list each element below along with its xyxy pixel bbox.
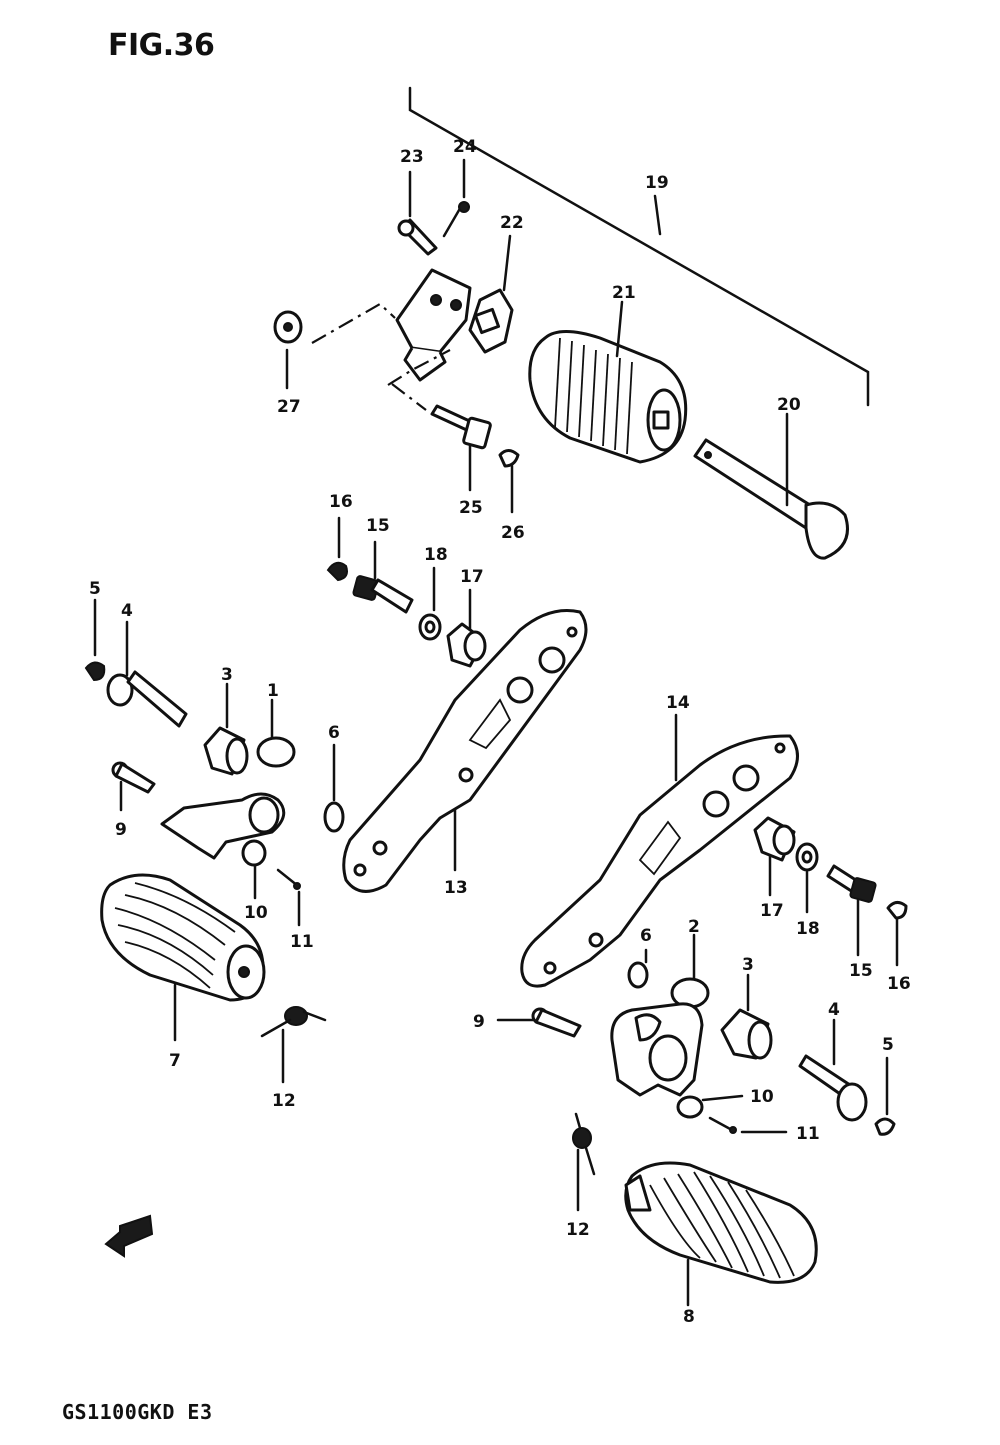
callout-27: 27 (277, 397, 301, 417)
part-2-footrest-bracket (610, 933, 710, 1097)
part-3-bushing-right (720, 973, 773, 1060)
part-5-nut (84, 598, 106, 682)
part-11-cotter-right (708, 1116, 788, 1134)
part-17-collar-right (753, 816, 796, 897)
callout-22: 22 (500, 213, 524, 233)
part-10-washer-right (676, 1094, 744, 1119)
callout-4-right: 4 (828, 1000, 840, 1020)
callout-7: 7 (169, 1051, 181, 1071)
part-15-bolt-right (826, 864, 877, 957)
callout-15-right: 15 (849, 961, 873, 981)
callout-16-right: 16 (887, 974, 911, 994)
callout-17-right: 17 (760, 901, 784, 921)
callout-13: 13 (444, 878, 468, 898)
callout-17: 17 (460, 567, 484, 587)
part-17-collar (446, 588, 487, 668)
part-18-washer (418, 566, 442, 641)
part-9-pin-right (496, 1007, 582, 1038)
part-16-plug-right (886, 901, 908, 967)
callout-25: 25 (459, 498, 483, 518)
callout-6: 6 (328, 723, 340, 743)
part-7-footrest-rubber (100, 873, 266, 1042)
part-16-plug (326, 516, 348, 582)
part-13-footrest-plate (342, 608, 588, 893)
part-11-cotter (276, 868, 301, 927)
callout-11: 11 (290, 932, 314, 952)
part-23-pin (397, 170, 438, 256)
model-code: GS1100GKD E3 (62, 1400, 213, 1424)
callout-21: 21 (612, 283, 636, 303)
part-8-footrest-rubber (624, 1161, 818, 1307)
callout-12-right: 12 (566, 1220, 590, 1240)
part-25-bolt (430, 404, 492, 492)
callout-10-right: 10 (750, 1087, 774, 1107)
part-12-spring-right (572, 1112, 596, 1212)
callout-14: 14 (666, 693, 690, 713)
callout-24: 24 (453, 137, 477, 157)
forward-arrow-icon (104, 1214, 154, 1258)
callout-18: 18 (424, 545, 448, 565)
callout-5-right: 5 (882, 1035, 894, 1055)
part-14-footrest-plate (520, 713, 799, 988)
part-bracket-plate (395, 268, 472, 382)
callout-18-right: 18 (796, 919, 820, 939)
callout-20: 20 (777, 395, 801, 415)
part-12-spring (260, 1006, 327, 1084)
part-5-nut-right (874, 1056, 896, 1136)
assembly-19-bracket (408, 86, 870, 407)
callout-2: 2 (688, 917, 700, 937)
callout-5: 5 (89, 579, 101, 599)
part-3-bushing (203, 682, 249, 776)
callout-9-right: 9 (473, 1012, 485, 1032)
callout-labels: 23 24 19 22 21 20 27 25 26 16 15 18 17 5… (89, 137, 911, 1327)
callout-11-right: 11 (796, 1124, 820, 1144)
part-6-washer-right (627, 948, 649, 989)
callout-12: 12 (272, 1091, 296, 1111)
callout-26: 26 (501, 523, 525, 543)
part-4-bolt (106, 620, 188, 728)
callout-1: 1 (267, 681, 279, 701)
part-27-nut (273, 310, 303, 390)
part-21-footrest-rubber (528, 300, 688, 464)
part-18-washer-right (795, 842, 819, 914)
figure-title: FIG.36 (108, 28, 215, 63)
callout-19: 19 (645, 173, 669, 193)
callout-4: 4 (121, 601, 133, 621)
part-1-footrest-bracket (160, 698, 296, 860)
callout-23: 23 (400, 147, 424, 167)
callout-3: 3 (221, 665, 233, 685)
callout-16: 16 (329, 492, 353, 512)
part-24-cotter (442, 158, 470, 238)
callout-8: 8 (683, 1307, 695, 1327)
part-6-washer (323, 743, 345, 833)
callout-9: 9 (115, 820, 127, 840)
callout-10: 10 (244, 903, 268, 923)
callout-15: 15 (366, 516, 390, 536)
part-15-bolt (352, 540, 414, 614)
callout-3-right: 3 (742, 955, 754, 975)
part-10-washer (241, 839, 267, 900)
part-26-clip (498, 449, 520, 514)
part-20-pin (693, 412, 849, 560)
part-22-gasket (468, 234, 514, 354)
part-9-pin (111, 761, 156, 812)
callout-6-right: 6 (640, 926, 652, 946)
part-4-bolt-right (798, 1018, 868, 1122)
